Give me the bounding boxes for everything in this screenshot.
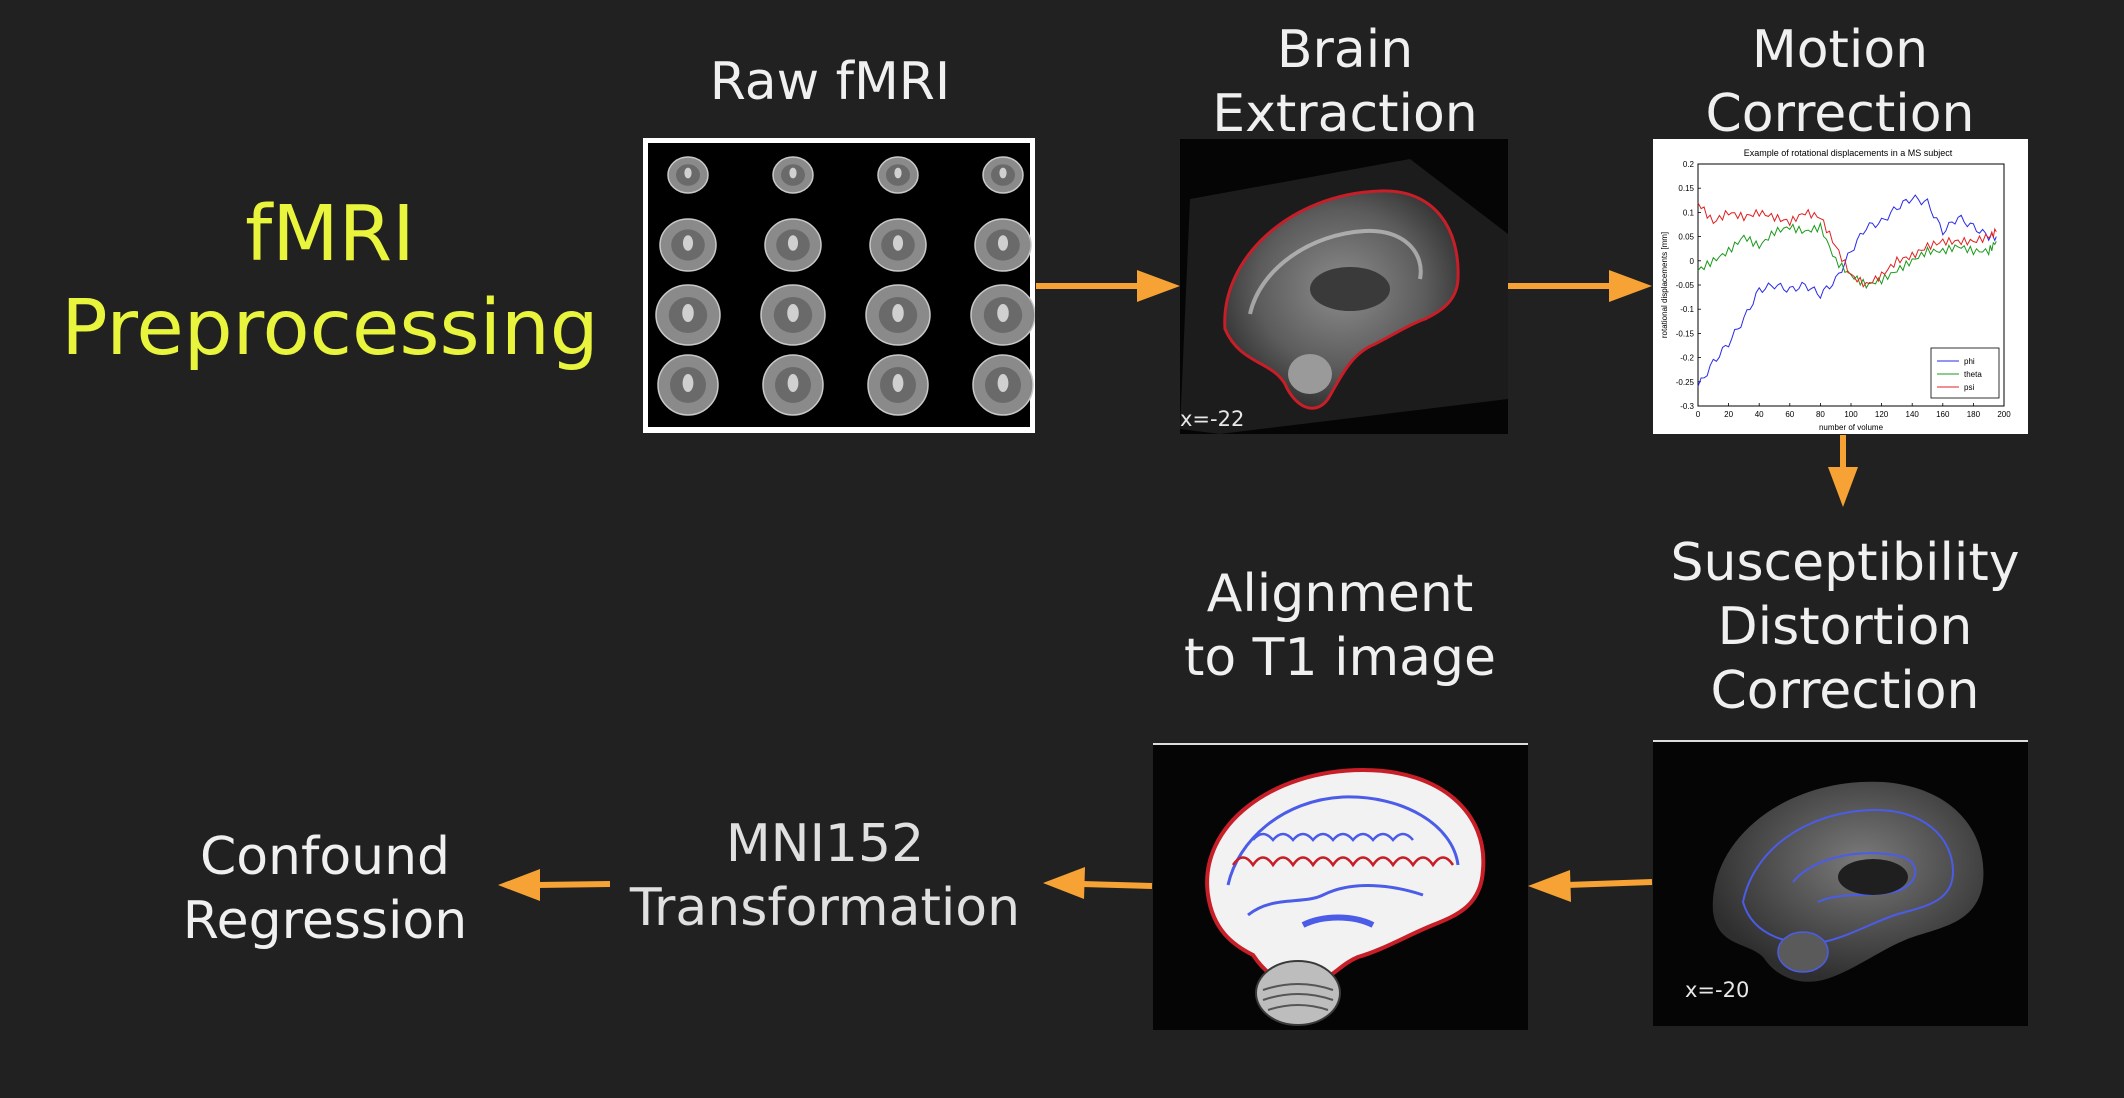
y-tick-label: 0.1 (1683, 208, 1695, 217)
x-tick-label: 40 (1755, 410, 1764, 419)
legend-label-theta: theta (1964, 370, 1982, 379)
series-line-theta (1697, 221, 1997, 290)
y-tick-label: -0.15 (1676, 329, 1695, 338)
mri-slice (772, 156, 814, 194)
mri-slice (667, 156, 709, 194)
mri-slice (970, 284, 1035, 346)
y-tick-label: 0.05 (1678, 233, 1694, 242)
legend-label-phi: phi (1964, 357, 1975, 366)
confound-label: Confound Regression (150, 825, 500, 953)
y-tick-label: 0 (1690, 257, 1695, 266)
motion-plot-panel: Example of rotational displacements in a… (1653, 139, 2028, 434)
y-tick-label: 0.2 (1683, 160, 1695, 169)
y-tick-label: -0.25 (1676, 378, 1695, 387)
brain-extraction-label: Brain Extraction (1160, 18, 1530, 146)
alignment-line-2: to T1 image (1183, 628, 1497, 688)
x-tick-label: 60 (1785, 410, 1794, 419)
brain-extraction-image: x=-22 (1180, 139, 1508, 434)
mni-label: MNI152 Transformation (620, 812, 1030, 940)
brain-extraction-line-1: Brain (1276, 20, 1414, 80)
mri-slice (972, 354, 1034, 416)
alignment-image (1153, 743, 1528, 1030)
title-line-1: fMRI (245, 190, 415, 279)
alignment-label: Alignment to T1 image (1160, 562, 1520, 690)
brain-extraction-coord: x=-22 (1180, 407, 1245, 431)
y-tick-label: -0.2 (1680, 354, 1694, 363)
y-tick-label: -0.05 (1676, 281, 1695, 290)
mri-slice (877, 156, 919, 194)
susceptibility-label: Susceptibility Distortion Correction (1640, 531, 2050, 723)
x-tick-label: 140 (1906, 410, 1920, 419)
mri-slice (869, 218, 927, 272)
mni-line-1: MNI152 (725, 814, 925, 874)
arrow-alignment-to-mni (1043, 867, 1153, 899)
title-line-2: Preprocessing (61, 284, 599, 373)
brain-extraction-line-2: Extraction (1212, 84, 1478, 144)
y-tick-label: 0.15 (1678, 184, 1694, 193)
confound-line-1: Confound (199, 827, 451, 887)
motion-plot-title: Example of rotational displacements in a… (1744, 148, 1953, 158)
arrow-susceptibility-to-alignment (1528, 870, 1653, 902)
motion-correction-label: Motion Correction (1650, 18, 2030, 146)
arrow-brain-to-motion (1508, 270, 1652, 302)
mri-slice (762, 354, 824, 416)
mni-line-2: Transformation (629, 878, 1021, 938)
raw-fmri-label: Raw fMRI (709, 52, 951, 112)
susceptibility-line-1: Susceptibility (1670, 533, 2020, 593)
x-tick-label: 0 (1696, 410, 1701, 419)
mri-slice (982, 156, 1024, 194)
x-tick-label: 20 (1724, 410, 1733, 419)
motion-plot-ylabel: rotational displacements [mm] (1660, 232, 1669, 338)
mri-slice (760, 284, 826, 346)
mri-slice (865, 284, 931, 346)
susceptibility-coord: x=-20 (1685, 978, 1750, 1002)
motion-plot-xlabel: number of volume (1819, 423, 1884, 432)
arrow-motion-to-susceptibility (1828, 435, 1858, 507)
raw-fmri-image (643, 138, 1035, 433)
mri-slice (659, 218, 717, 272)
motion-correction-line-1: Motion (1751, 20, 1929, 80)
legend-label-psi: psi (1964, 383, 1974, 392)
confound-line-2: Regression (182, 891, 468, 951)
x-tick-label: 120 (1875, 410, 1889, 419)
mri-slice (974, 218, 1032, 272)
x-tick-label: 100 (1844, 410, 1858, 419)
arrow-raw-to-brain (1036, 270, 1180, 302)
arrow-mni-to-confound (498, 869, 611, 901)
susceptibility-line-3: Correction (1710, 661, 1980, 721)
motion-plot-legend: phi theta psi (1930, 347, 2000, 399)
susceptibility-line-2: Distortion (1717, 597, 1973, 657)
x-tick-label: 160 (1936, 410, 1950, 419)
y-tick-label: -0.3 (1680, 402, 1694, 411)
y-tick-label: -0.1 (1680, 305, 1694, 314)
alignment-line-1: Alignment (1206, 564, 1474, 624)
motion-correction-line-2: Correction (1705, 84, 1975, 144)
series-line-psi (1697, 202, 1997, 288)
mri-slice (657, 354, 719, 416)
x-tick-label: 180 (1967, 410, 1981, 419)
x-tick-label: 80 (1816, 410, 1825, 419)
susceptibility-image: x=-20 (1653, 740, 2028, 1026)
x-tick-label: 200 (1997, 410, 2011, 419)
mri-slice (764, 218, 822, 272)
series-line-phi (1697, 194, 1997, 387)
diagram-title: fMRI Preprocessing (40, 188, 620, 376)
mri-slice (655, 284, 721, 346)
mri-slice (867, 354, 929, 416)
